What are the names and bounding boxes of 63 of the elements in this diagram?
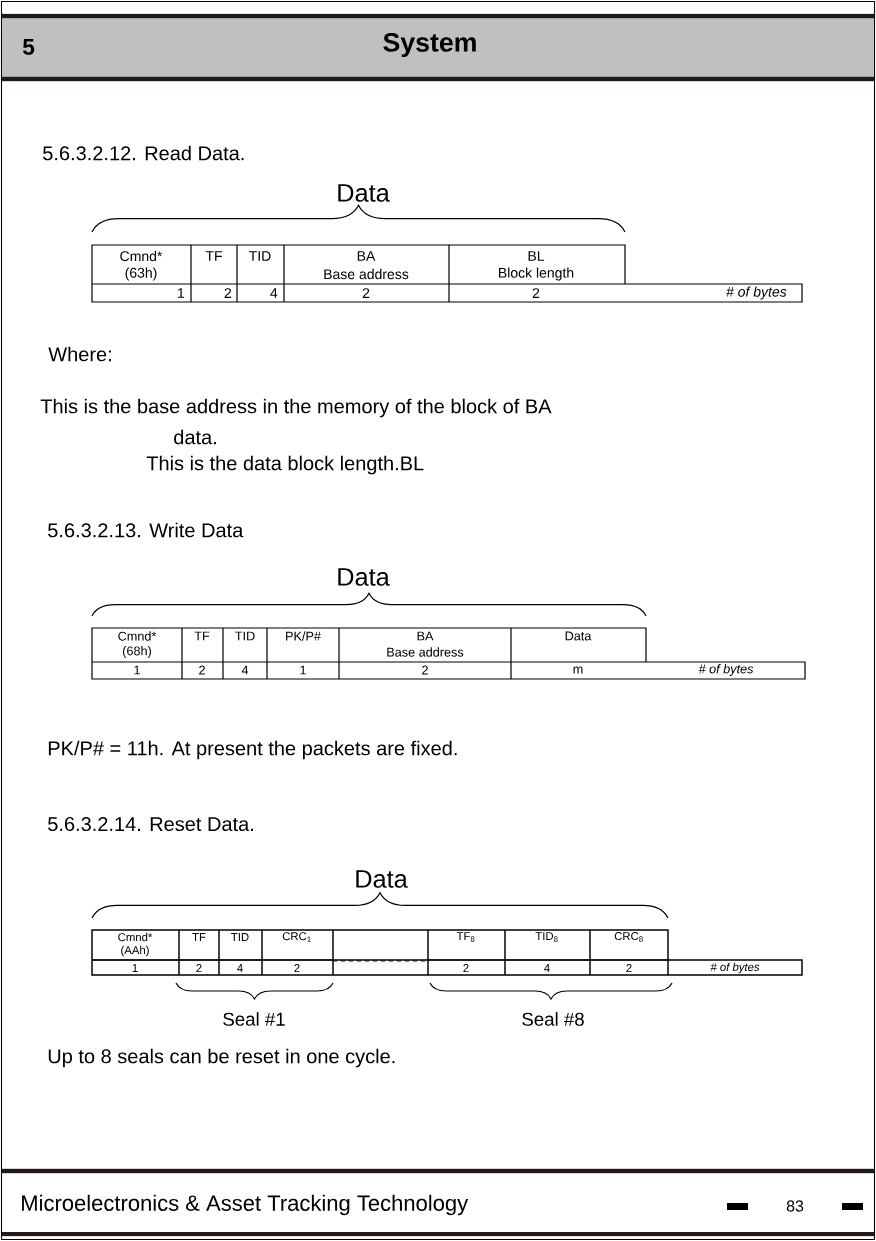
- field-description: Base address: [387, 647, 464, 657]
- byte-count: 4: [544, 964, 550, 972]
- section-heading: 5.6.3.2.13. Write Data: [48, 522, 244, 538]
- byte-count: 1: [300, 665, 306, 675]
- unit-label: # of bytes: [698, 664, 754, 676]
- byte-count: 4: [241, 665, 249, 675]
- section-heading: 5.6.3.2.12. Read Data.: [43, 145, 244, 161]
- byte-count: 4: [270, 288, 278, 298]
- byte-count: 1: [134, 665, 140, 675]
- byte-count: 4: [237, 964, 243, 972]
- field-name: TID: [235, 631, 255, 641]
- field-name: TID$_{8}$: [535, 932, 558, 942]
- section-heading: 5.6.3.2.14. Reset Data.: [48, 816, 253, 832]
- field-name: TF$_{8}$: [456, 932, 475, 942]
- field-name: Cmnd*: [118, 631, 157, 641]
- byte-count: 2: [422, 665, 428, 675]
- byte-count: 2: [294, 964, 300, 972]
- field-name: (AAh): [121, 945, 149, 957]
- field-description: Base address: [324, 268, 409, 280]
- byte-count: 2: [532, 288, 540, 298]
- field-name: BA: [417, 631, 434, 641]
- note-text: This is the base address in the memory of the block of BA: [40, 398, 552, 418]
- field-name: (63h): [125, 267, 157, 281]
- page-number: 83: [786, 1200, 804, 1212]
- field-name: CRC$_{8}$: [614, 932, 643, 942]
- section-number: 5: [22, 39, 35, 55]
- unit-label: # of bytes: [710, 962, 760, 974]
- footer-text: Microelectronics & Asset Tracking Technology: [22, 1194, 469, 1216]
- brace-label: Seal #8: [522, 1012, 584, 1026]
- byte-count: 2: [199, 665, 205, 675]
- byte-count: m: [573, 666, 583, 674]
- note-text: Where:: [48, 346, 111, 362]
- field-name: (68h): [123, 646, 151, 658]
- note-text: Up to 8 seals can be reset in one cycle.: [48, 1048, 395, 1068]
- note-text: This is the data block length.BL: [146, 455, 424, 475]
- brace-label: Seal #1: [223, 1012, 285, 1026]
- field-name: BA: [357, 251, 376, 261]
- byte-count: 2: [196, 964, 202, 972]
- field-name: CRC$_{1}$: [282, 932, 311, 942]
- byte-count: 2: [626, 964, 632, 972]
- field-name: BL: [528, 251, 545, 261]
- field-name: TF: [194, 631, 210, 641]
- unit-label: # of bytes: [726, 286, 787, 300]
- field-description: Block length: [499, 267, 574, 281]
- note-text: PK/P# = 11h. At present the packets are fixed.: [48, 740, 457, 760]
- field-name: Cmnd*: [120, 250, 163, 262]
- brace-label: Data: [356, 870, 408, 888]
- field-name: TID: [231, 933, 249, 941]
- byte-count: 2: [362, 288, 370, 298]
- brace-label: Data: [338, 184, 390, 202]
- field-name: Cmnd*: [118, 932, 153, 942]
- field-name: TID: [249, 251, 271, 261]
- note-text: data.: [174, 429, 216, 445]
- brace-label: Data: [338, 568, 390, 586]
- page-title: System: [383, 32, 476, 58]
- field-name: Data: [565, 631, 592, 641]
- field-name: TF: [205, 251, 222, 261]
- field-name: PK/P#: [286, 631, 321, 641]
- field-name: TF: [192, 933, 206, 941]
- byte-count: 1: [178, 288, 185, 298]
- byte-count: 2: [224, 288, 231, 298]
- byte-count: 2: [463, 964, 469, 972]
- byte-count: 1: [132, 964, 138, 972]
